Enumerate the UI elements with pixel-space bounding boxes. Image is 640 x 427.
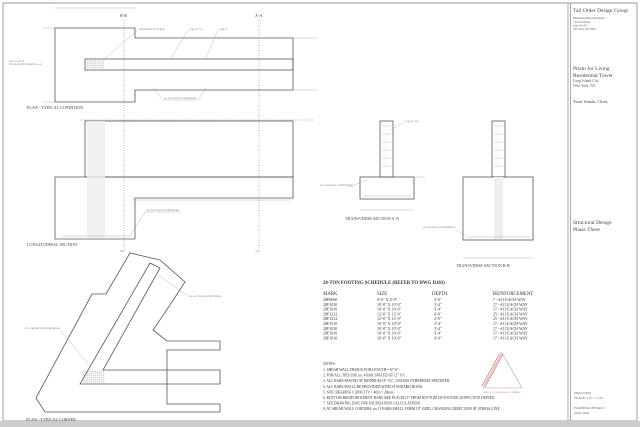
svg-text:SCALE: 1/2" = 1'-0": SCALE: 1/2" = 1'-0": [574, 396, 604, 400]
svg-text:Long Island City: Long Island City: [573, 79, 599, 83]
project-name: Prism for Living: [573, 65, 610, 72]
schedule-cell: 4'-0": [434, 316, 442, 321]
phase: Structural Design: [573, 220, 612, 226]
note-item: 2. FOR ALL TIES USE no. 4 BAR SPACED AT …: [323, 374, 407, 378]
svg-text:DEPTH: DEPTH: [432, 292, 448, 297]
schedule-cell: 3'-4": [434, 321, 442, 326]
title-block: Tall Order Design Group Hinnanen Habor R…: [573, 8, 628, 415]
drawing-number: DWG D104: [574, 391, 591, 395]
footing-schedule: 28-TON FOOTING SCHEDULE (REFER TO DWG D1…: [323, 281, 533, 340]
schedule-cell: 3'-4": [434, 326, 442, 331]
schedule-cell: 12'-0" X 12'-0": [377, 311, 402, 316]
schedule-cell: 28F6060: [323, 297, 337, 302]
schedule-cell: 3'-4": [434, 331, 442, 336]
firm-name: Tall Order Design Group: [573, 8, 628, 14]
schedule-cell: 17 - #11 EACH WAY: [493, 321, 528, 326]
schedule-cell: 12'-0" X 12'-0": [377, 316, 402, 321]
note-item: 6. BOTTOM REINFORCEMENT BARS ARE PLACED …: [323, 396, 495, 400]
svg-text:Yosef Seinuk, Client: Yosef Seinuk, Client: [573, 99, 608, 105]
schedule-cell: 17 - #11 EACH WAY: [493, 307, 528, 312]
note-item: 3. ALL BARS SPACED AT MINIMUM 18" O.C. U…: [323, 379, 450, 383]
note-item: 7. SEE DRAWING D105 FOR FOUNDATION CALCU…: [323, 402, 421, 406]
note-item: 5. SOIL BEARING CAPACITY = 4tfsf = 20ton…: [323, 390, 395, 394]
schedule-cell: 17 - #11 EACH WAY: [493, 326, 528, 331]
view-title-longitudinal: LONGITUDINAL SECTION: [27, 242, 77, 247]
schedule-cell: 4'-0": [434, 335, 442, 340]
svg-text:A-A: A-A: [255, 250, 260, 253]
plan-typical-corner: #11 EACH WAY CONTINUOUS #11 CORNER STAND…: [25, 252, 222, 422]
schedule-cell: 4'-0": [434, 311, 442, 316]
schedule-cell: 3'-4": [434, 302, 442, 307]
view-title-plan-corner: PLAN - TYPICAL CORNER: [26, 417, 76, 422]
schedule-cell: 28F1016: [323, 335, 337, 340]
schedule-cell: 28F1010: [323, 326, 337, 331]
view-title-transverse-aa: TRANSVERSE SECTION A-A: [345, 216, 399, 221]
svg-text:KEY: 45° AT SHEAR WALL CORNER: KEY: 45° AT SHEAR WALL CORNER: [484, 391, 520, 394]
svg-text:#5 @ 12": #5 @ 12": [219, 28, 228, 31]
svg-text:Residential Tower: Residential Tower: [573, 73, 613, 79]
note-item: 4. ALL BARS SHALL BE PROVIDED WITH STAND…: [323, 385, 423, 389]
svg-text:#11 EACH WAY CONTINUOUS: #11 EACH WAY CONTINUOUS: [164, 97, 197, 100]
schedule-cell: 17 - #11 EACH WAY: [493, 335, 528, 340]
transverse-section-bb: #11 EACH WAY CONTINUOUS TRANSVERSE SECTI…: [423, 120, 534, 268]
svg-text:#11 EACH WAY CONTINUOUS: #11 EACH WAY CONTINUOUS: [189, 295, 222, 298]
schedule-cell: 25 - #11 EACH WAY: [493, 311, 528, 316]
schedule-cell: 7 - #11 EACH WAY: [493, 297, 526, 302]
svg-text:Shear Wall: Shear Wall: [574, 411, 589, 415]
note-item: 8. AT SHEAR WALL CORNERS, no.11 BARS SHA…: [323, 407, 501, 412]
schedule-cell: 10'-0" X 10'-0": [377, 307, 402, 312]
svg-text:BOUNDARY ZONE BAR: BOUNDARY ZONE BAR: [139, 28, 165, 31]
schedule-cell: 10'-0" X 10'-0": [377, 302, 402, 307]
cut-label-a: A-A: [255, 13, 262, 18]
corner-key-diagram: KEY: 45° AT SHEAR WALL CORNER: [481, 352, 523, 394]
schedule-cell: 28F1010: [323, 331, 337, 336]
svg-text:#5 @ 18" O.C.: #5 @ 18" O.C.: [405, 120, 420, 123]
transverse-section-aa: #11 EACH WAY CONTINUOUS #5 @ 18" O.C. TR…: [320, 120, 425, 221]
longitudinal-section: #11 EACH WAY CONTINUOUS LONGITUDINAL SEC…: [27, 119, 315, 247]
schedule-cell: 28F1010: [323, 321, 337, 326]
svg-text:#11 CORNER STANDARD HOOK: #11 CORNER STANDARD HOOK: [25, 327, 60, 330]
schedule-cell: 28F1010: [323, 307, 337, 312]
section-cut-lines: B-B A-A B-B A-A: [120, 13, 262, 253]
schedule-cell: 28F1212: [323, 316, 337, 321]
view-title-transverse-bb: TRANSVERSE SECTION B-B: [456, 263, 510, 268]
svg-text:7 East 7th Street: 7 East 7th Street: [573, 21, 590, 24]
svg-text:Phase Three: Phase Three: [573, 227, 600, 233]
svg-text:New York, NY 10003: New York, NY 10003: [573, 28, 596, 31]
schedule-cell: 25 - #11 EACH WAY: [493, 316, 528, 321]
schedule-title: 28-TON FOOTING SCHEDULE (REFER TO DWG D1…: [323, 281, 445, 286]
svg-text:#11 EACH WAY CONTINUOUS: #11 EACH WAY CONTINUOUS: [147, 209, 180, 212]
svg-text:Suite 314-315: Suite 314-315: [573, 25, 588, 28]
bottom-band: [0, 421, 640, 427]
svg-text:#11 EACH WAY CONTINUOUS: #11 EACH WAY CONTINUOUS: [423, 226, 456, 229]
schedule-cell: 10'-0" X 10'-0": [377, 321, 402, 326]
schedule-cell: 17 - #11 EACH WAY: [493, 302, 528, 307]
svg-text:Hinnanen Habor Romance: Hinnanen Habor Romance: [573, 16, 606, 20]
schedule-cell: 6'-0" X 6'-0": [377, 297, 398, 302]
schedule-cell: 2'-0": [434, 297, 442, 302]
schedule-cell: 10'-0" X 10'-0": [377, 326, 402, 331]
svg-text:#11 EACH WAY CONTINUOUS: #11 EACH WAY CONTINUOUS: [320, 184, 353, 187]
schedule-cell: 17 - #11 EACH WAY: [493, 331, 528, 336]
notes: NOTES: 1. SHEAR WALL DESIGN FOR LENGTH =…: [323, 362, 501, 412]
note-item: 1. SHEAR WALL DESIGN FOR LENGTH = 67'-6"…: [323, 368, 400, 372]
schedule-cell: 10'-0" X 10'-0": [377, 335, 402, 340]
schedule-cell: 28F1212: [323, 311, 337, 316]
bar-label: BAR: 14'/15.5F: [9, 60, 25, 63]
svg-text:NOTES:: NOTES:: [323, 362, 336, 366]
view-title-plan-typical: PLAN - TYPICAL CONDITION: [27, 105, 83, 110]
plan-typical-condition: BOUNDARY ZONE BAR #5 @ 18" O.C. #5 @ 12"…: [9, 7, 318, 110]
svg-text:New York, NY: New York, NY: [573, 84, 596, 89]
schedule-cell: 3'-4": [434, 307, 442, 312]
cut-label-b: B-B: [120, 13, 127, 18]
svg-text:MARK: MARK: [323, 292, 338, 297]
schedule-cell: 28F1010: [323, 302, 337, 307]
svg-text:REINFORCEMENT: REINFORCEMENT: [493, 292, 533, 297]
svg-text:B-B: B-B: [120, 250, 124, 253]
svg-text:TOTAL FOOTING DEPTH: 3'-4": TOTAL FOOTING DEPTH: 3'-4": [9, 63, 42, 66]
svg-text:SIZE: SIZE: [377, 292, 387, 297]
svg-text:#5 @ 18" O.C.: #5 @ 18" O.C.: [189, 28, 204, 31]
svg-text:FOOTING DETAILS: FOOTING DETAILS: [574, 406, 605, 410]
schedule-cell: 10'-0" X 10'-0": [377, 331, 402, 336]
